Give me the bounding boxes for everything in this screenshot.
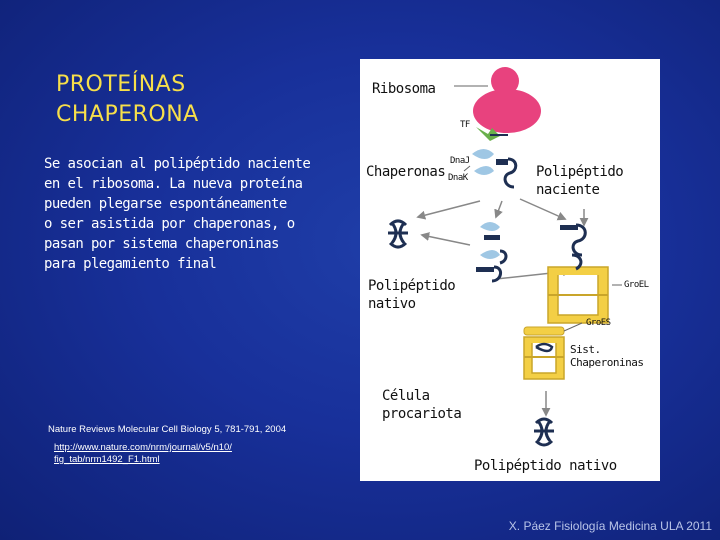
label-sist-chaperoninas: Sist. Chaperoninas (570, 343, 644, 369)
dnaj-dnak-chaperone-icon (463, 149, 518, 189)
diagram-graphics (388, 67, 622, 447)
tag-tf: TF (460, 120, 470, 130)
chaperone-cycle-icon (476, 222, 508, 283)
label-polipeptido-naciente: Polipéptido naciente (536, 164, 624, 198)
label-polipeptido-nativo-mid: Polipéptido nativo (368, 278, 456, 312)
label-ribosoma: Ribosoma (372, 81, 436, 97)
tag-groel: GroEL (624, 280, 649, 290)
label-celula-procariota: Célula procariota (382, 388, 462, 422)
arrow-to-chaperone-cycle (494, 200, 503, 219)
trigger-factor-icon (476, 127, 508, 141)
arrow-back-to-native (420, 232, 471, 246)
arrow-to-groel (519, 198, 567, 221)
chaperone-diagram: Ribosoma Chaperonas Polipéptido naciente… (360, 59, 660, 481)
native-polypeptide-bottom-icon (534, 417, 554, 447)
groel-chaperonin-icon (547, 223, 622, 324)
reference-link[interactable]: http://www.nature.com/nrm/journal/v5/n10… (54, 442, 232, 465)
slide-title: PROTEÍNAS CHAPERONA (56, 72, 199, 127)
tag-dnak: DnaK (448, 173, 468, 183)
tag-dnaj: DnaJ (450, 156, 470, 166)
slide-body-text: Se asocian al polipéptido naciente en el… (44, 156, 311, 272)
label-polipeptido-nativo-bottom: Polipéptido nativo (474, 458, 617, 474)
reference-citation: Nature Reviews Molecular Cell Biology 5,… (48, 424, 287, 435)
footer-credit: X. Páez Fisiología Medicina ULA 2011 (508, 519, 712, 533)
label-chaperonas: Chaperonas (366, 164, 446, 180)
tag-groes: GroES (586, 318, 611, 328)
groel-groes-complex-icon (523, 322, 583, 380)
ribosome-icon (454, 67, 541, 133)
native-polypeptide-icon (388, 219, 408, 249)
arrow-to-native (416, 200, 481, 220)
